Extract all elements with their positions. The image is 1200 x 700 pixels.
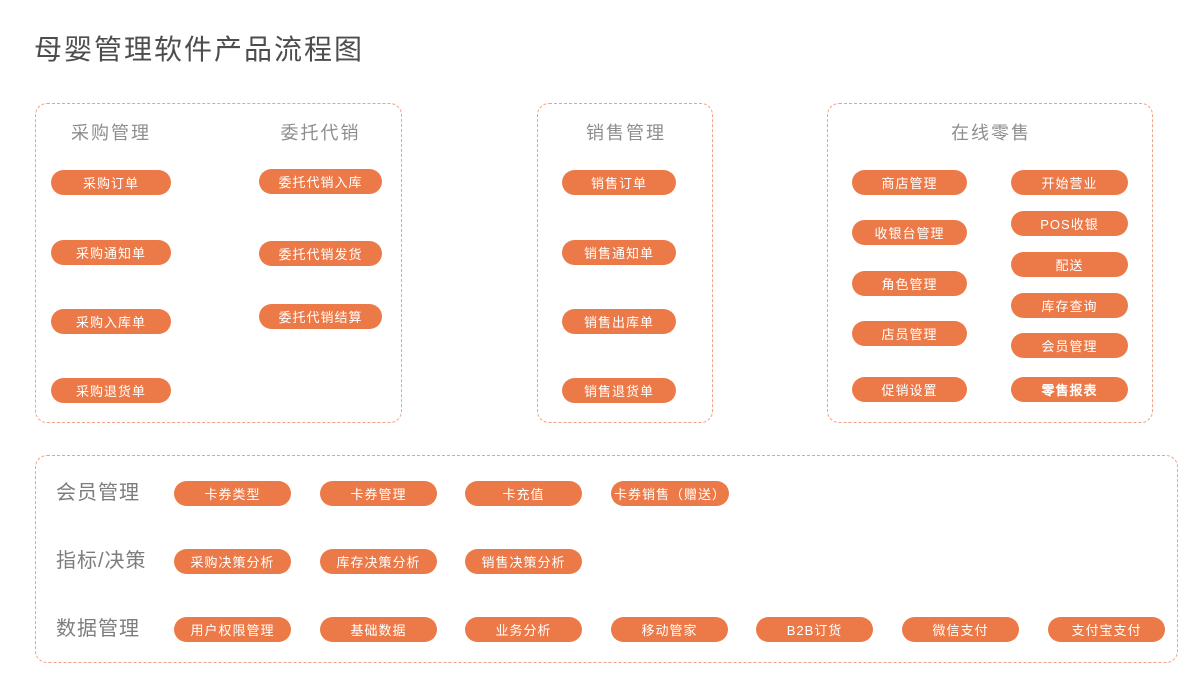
pill-wechat-pay: 微信支付 bbox=[902, 617, 1019, 642]
member-management-label: 会员管理 bbox=[56, 482, 140, 504]
page-title: 母婴管理软件产品流程图 bbox=[34, 34, 365, 65]
metrics-decision-label: 指标/决策 bbox=[56, 550, 147, 572]
pill-sales-decision-analysis: 销售决策分析 bbox=[465, 549, 582, 574]
pill-member-management: 会员管理 bbox=[1011, 333, 1128, 358]
sales-box: 销售管理 销售订单 销售通知单 销售出库单 销售退货单 bbox=[537, 103, 713, 423]
pill-sales-return: 销售退货单 bbox=[562, 378, 676, 403]
pill-consignment-inbound: 委托代销入库 bbox=[259, 169, 382, 194]
pill-b2b-ordering: B2B订货 bbox=[756, 617, 873, 642]
pill-open-business: 开始营业 bbox=[1011, 170, 1128, 195]
pill-user-permission: 用户权限管理 bbox=[174, 617, 291, 642]
sales-header: 销售管理 bbox=[586, 123, 666, 143]
purchase-consignment-box: 采购管理 委托代销 采购订单 采购通知单 采购入库单 采购退货单 委托代销入库 … bbox=[35, 103, 402, 423]
pill-inventory-decision-analysis: 库存决策分析 bbox=[320, 549, 437, 574]
pill-purchase-decision-analysis: 采购决策分析 bbox=[174, 549, 291, 574]
pill-card-recharge: 卡充值 bbox=[465, 481, 582, 506]
pill-sales-order: 销售订单 bbox=[562, 170, 676, 195]
pill-card-management: 卡券管理 bbox=[320, 481, 437, 506]
pill-delivery: 配送 bbox=[1011, 252, 1128, 277]
data-management-label: 数据管理 bbox=[56, 618, 140, 640]
pill-promotion-settings: 促销设置 bbox=[852, 377, 967, 402]
purchase-header: 采购管理 bbox=[71, 123, 151, 143]
online-retail-box: 在线零售 商店管理 收银台管理 角色管理 店员管理 促销设置 开始营业 POS收… bbox=[827, 103, 1153, 423]
pill-alipay-pay: 支付宝支付 bbox=[1048, 617, 1165, 642]
pill-purchase-notice: 采购通知单 bbox=[51, 240, 171, 265]
pill-role-management: 角色管理 bbox=[852, 271, 967, 296]
bottom-box: 会员管理 卡券类型 卡券管理 卡充值 卡券销售（赠送） 指标/决策 采购决策分析… bbox=[35, 455, 1178, 663]
pill-sales-notice: 销售通知单 bbox=[562, 240, 676, 265]
pill-card-type: 卡券类型 bbox=[174, 481, 291, 506]
pill-sales-outbound: 销售出库单 bbox=[562, 309, 676, 334]
consignment-header: 委托代销 bbox=[280, 123, 361, 143]
pill-mobile-manager: 移动管家 bbox=[611, 617, 728, 642]
pill-business-analysis: 业务分析 bbox=[465, 617, 582, 642]
pill-store-management: 商店管理 bbox=[852, 170, 967, 195]
pill-pos-cashier: POS收银 bbox=[1011, 211, 1128, 236]
pill-cashier-management: 收银台管理 bbox=[852, 220, 967, 245]
pill-inventory-query: 库存查询 bbox=[1011, 293, 1128, 318]
pill-basic-data: 基础数据 bbox=[320, 617, 437, 642]
pill-purchase-inbound: 采购入库单 bbox=[51, 309, 171, 334]
online-retail-header: 在线零售 bbox=[951, 123, 1031, 143]
pill-consignment-settlement: 委托代销结算 bbox=[259, 304, 382, 329]
pill-card-sales-gift: 卡券销售（赠送） bbox=[611, 481, 729, 506]
pill-clerk-management: 店员管理 bbox=[852, 321, 967, 346]
pill-purchase-order: 采购订单 bbox=[51, 170, 171, 195]
pill-purchase-return: 采购退货单 bbox=[51, 378, 171, 403]
pill-consignment-delivery: 委托代销发货 bbox=[259, 241, 382, 266]
pill-retail-report: 零售报表 bbox=[1011, 377, 1128, 402]
